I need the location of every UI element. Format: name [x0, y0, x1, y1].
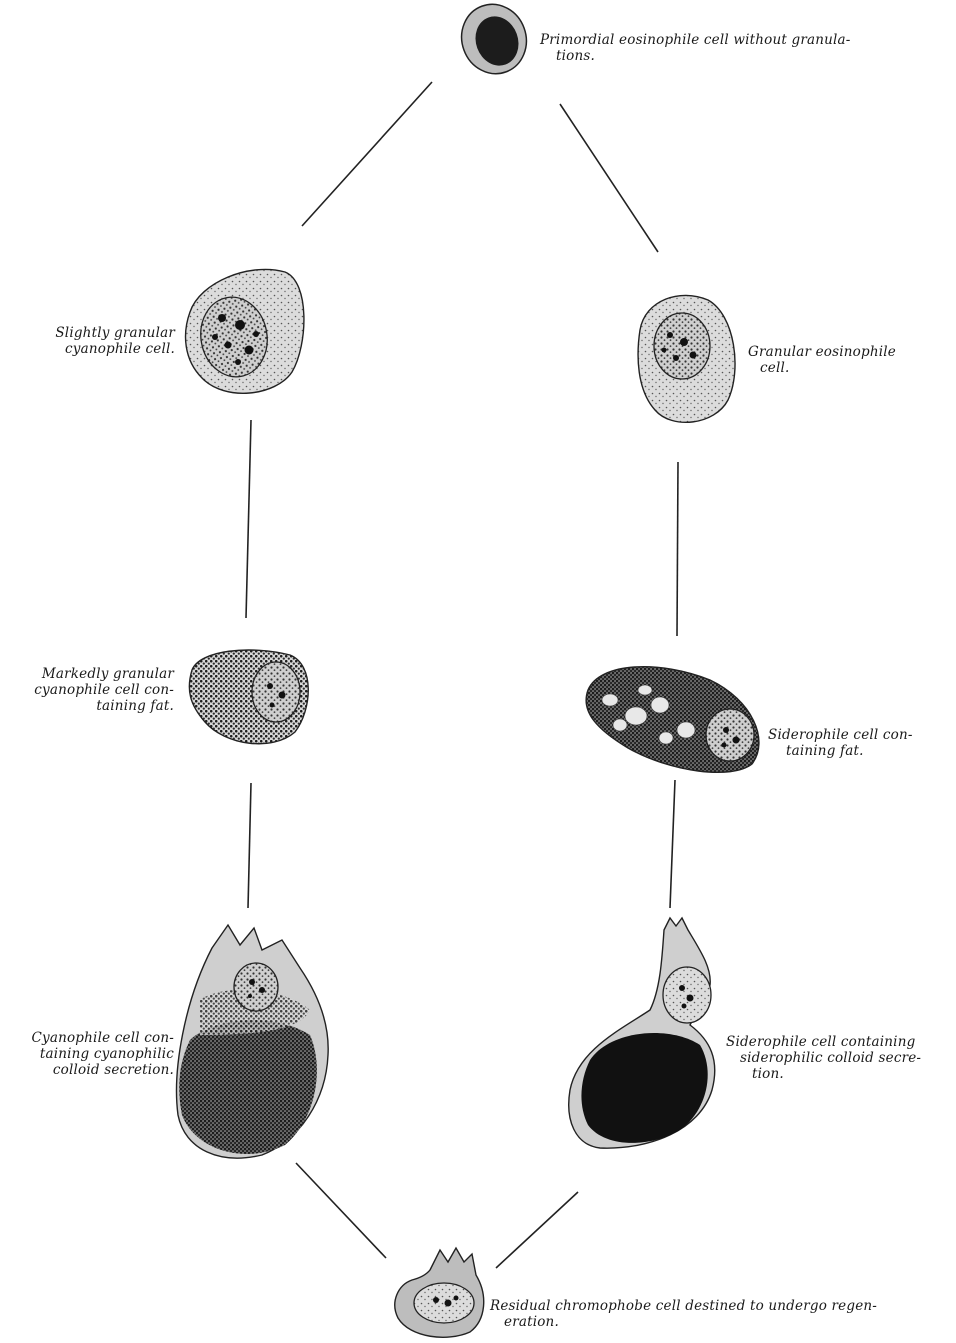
line-primordial-to-cyanophile	[302, 82, 432, 226]
label-siderophile-colloid: Siderophile cell containing siderophilic…	[726, 1034, 921, 1082]
markedly-granular-cyanophile-cell	[189, 650, 308, 744]
line-cyanocolloid-to-residual	[296, 1163, 386, 1258]
siderophile-colloid-cell	[569, 918, 715, 1148]
label-siderophile-fat: Siderophile cell con- taining fat.	[768, 727, 913, 759]
line-siderocolloid-to-residual	[496, 1192, 578, 1268]
label-slightly-granular: Slightly granular cyanophile cell.	[20, 325, 175, 357]
line-cyanophile-to-marked	[246, 420, 251, 618]
label-cyanophile-colloid: Cyanophile cell con- taining cyanophilic…	[4, 1030, 174, 1078]
label-markedly-granular: Markedly granular cyanophile cell con- t…	[8, 666, 174, 714]
primordial-cell	[452, 0, 536, 83]
line-marked-to-colloid	[248, 783, 251, 908]
label-residual: Residual chromophobe cell destined to un…	[490, 1298, 877, 1330]
residual-chromophobe-cell	[395, 1248, 484, 1337]
label-primordial: Primordial eosinophile cell without gran…	[540, 32, 851, 64]
label-granular-eosinophile: Granular eosinophile cell.	[748, 344, 896, 376]
line-eosinophile-to-siderophile	[677, 462, 678, 636]
granular-eosinophile-cell	[638, 295, 735, 422]
line-siderophile-to-colloid	[670, 780, 675, 908]
siderophile-cell-with-fat	[586, 667, 759, 773]
slightly-granular-cyanophile-cell	[186, 269, 304, 393]
cyanophile-colloid-cell	[177, 925, 329, 1158]
line-primordial-to-eosinophile	[560, 104, 658, 252]
